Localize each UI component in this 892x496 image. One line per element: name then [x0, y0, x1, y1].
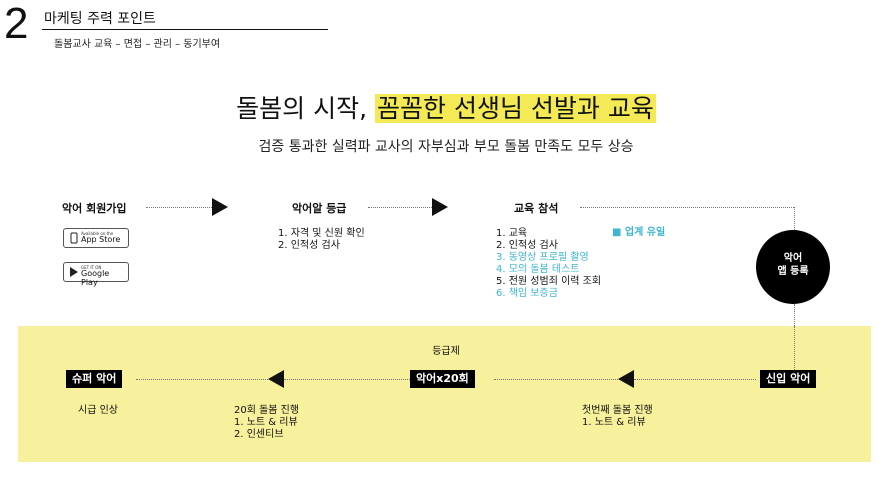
app-store-button[interactable]: Available on the App Store	[63, 228, 129, 248]
connector-line	[368, 207, 432, 208]
list-item: 첫번째 돌봄 진행	[582, 405, 653, 416]
list-item: 2. 인센티브	[234, 429, 284, 440]
arrow-left-icon	[618, 370, 634, 388]
headline-prefix: 돌봄의 시작,	[236, 94, 368, 123]
list-item: 1. 자격 및 신원 확인	[278, 228, 365, 239]
badge-new-croc: 신입 악어	[760, 370, 817, 388]
level-x20-desc: 20회 돌봄 진행 1. 노트 & 리뷰 2. 인센티브	[234, 405, 299, 441]
list-item: 5. 전원 성범죄 이력 조회	[496, 276, 602, 287]
headline-subline: 검증 통과한 실력파 교사의 자부심과 부모 돌봄 만족도 모두 상승	[258, 139, 634, 155]
app-store-small-text: Available on the	[81, 231, 114, 236]
arrow-right-icon	[212, 198, 228, 216]
connector-line	[634, 379, 756, 380]
grade-system-title: 등급제	[432, 346, 460, 357]
headline: 돌봄의 시작, 꼼꼼한 선생님 선발과 교육	[0, 92, 892, 126]
connector-line	[494, 379, 618, 380]
arrow-left-icon	[268, 370, 284, 388]
list-item: 1. 노트 & 리뷰	[234, 417, 298, 428]
app-register-line2: 앱 등록	[777, 266, 809, 277]
google-play-label: Google Play	[81, 269, 110, 287]
grading-list: 1. 자격 및 신원 확인 2. 인적성 검사	[278, 228, 365, 252]
connector-line	[794, 326, 795, 370]
play-icon	[70, 267, 78, 277]
grade-system-panel	[18, 326, 871, 462]
app-register-line1: 악어	[783, 253, 803, 264]
level-new-desc: 첫번째 돌봄 진행 1. 노트 & 리뷰	[582, 405, 653, 429]
list-item: 2. 인적성 검사	[496, 240, 558, 251]
step-signup-label: 악어 회원가입	[62, 202, 127, 215]
app-register-circle: 악어 앱 등록	[756, 230, 830, 304]
list-item-unique: 3. 동영상 프로필 촬영	[496, 252, 589, 263]
section-subtitle: 돌봄교사 교육 – 면접 – 관리 – 동기부여	[54, 39, 221, 50]
badge-croc-x20: 악어x20회	[410, 370, 475, 388]
step-grading-label: 악어알 등급	[292, 202, 347, 215]
headline-highlight: 꼼꼼한 선생님 선발과 교육	[375, 94, 656, 123]
list-item: 1. 노트 & 리뷰	[582, 417, 646, 428]
list-item: 시급 인상	[78, 405, 118, 416]
level-super-desc: 시급 인상	[78, 405, 118, 417]
connector-line	[136, 379, 268, 380]
list-item: 1. 교육	[496, 228, 528, 239]
list-item-unique: 6. 책임 보증금	[496, 288, 558, 299]
section-title: 마케팅 주력 포인트	[44, 11, 156, 27]
connector-line	[794, 207, 795, 230]
unique-legend: ■ 업계 유일	[612, 227, 666, 238]
education-list: 1. 교육 2. 인적성 검사 3. 동영상 프로필 촬영 4. 모의 돌봄 테…	[496, 228, 601, 300]
connector-line	[580, 207, 794, 208]
list-item: 20회 돌봄 진행	[234, 405, 300, 416]
list-item: 2. 인적성 검사	[278, 240, 340, 251]
arrow-right-icon	[432, 198, 448, 216]
apple-icon	[70, 232, 78, 244]
header-divider	[42, 29, 328, 30]
google-play-small-text: GET IT ON	[81, 265, 102, 270]
section-number: 2	[4, 0, 29, 48]
badge-super-croc: 슈퍼 악어	[66, 370, 123, 388]
connector-line	[284, 379, 410, 380]
connector-line	[146, 207, 212, 208]
connector-line	[794, 304, 795, 326]
list-item-unique: 4. 모의 돌봄 테스트	[496, 264, 580, 275]
google-play-button[interactable]: GET IT ON Google Play	[63, 262, 129, 287]
app-store-label: App Store	[81, 235, 121, 244]
step-education-label: 교육 참석	[514, 202, 559, 215]
